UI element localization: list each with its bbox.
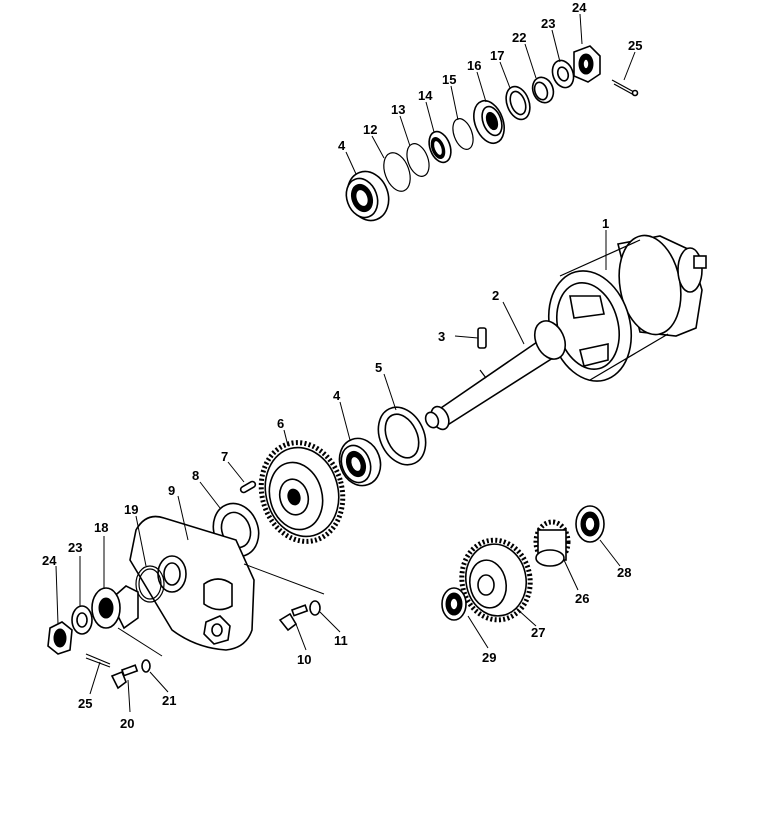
- callout-24-top: 24: [572, 0, 587, 15]
- pinion-gear-26: [533, 519, 571, 567]
- bolt-10: [278, 604, 309, 632]
- callout-21: 21: [162, 693, 176, 708]
- pin-3: [477, 327, 487, 349]
- lower-right-gear-set: [441, 505, 605, 623]
- callout-2: 2: [492, 288, 499, 303]
- callout-20: 20: [120, 716, 134, 731]
- o-ring-19: [135, 565, 165, 603]
- bearing-4-top: [345, 170, 390, 222]
- callout-26: 26: [575, 591, 589, 606]
- callout-11: 11: [334, 633, 348, 648]
- callout-9: 9: [168, 483, 175, 498]
- callout-24-lower: 24: [42, 553, 57, 568]
- castle-nut-24-top: [573, 45, 601, 83]
- callout-6: 6: [277, 416, 284, 431]
- callout-25-lower: 25: [78, 696, 92, 711]
- callout-13: 13: [391, 102, 405, 117]
- callout-25-top: 25: [628, 38, 642, 53]
- callout-16: 16: [467, 58, 481, 73]
- main-shaft-assembly: [47, 234, 707, 690]
- callout-4-top: 4: [338, 138, 346, 153]
- cotter-pin-25-lower: [85, 653, 111, 668]
- ring-15: [452, 118, 474, 150]
- bearing-28: [575, 505, 605, 543]
- bolt-20: [110, 664, 139, 690]
- race-14: [428, 130, 452, 164]
- callout-23-top: 23: [541, 16, 555, 31]
- leader-lines: [55, 13, 636, 713]
- callout-22: 22: [512, 30, 526, 45]
- cotter-pin-25-top: [611, 79, 639, 97]
- callout-28: 28: [617, 565, 631, 580]
- callout-10: 10: [297, 652, 311, 667]
- washer-23-lower: [71, 605, 93, 635]
- callout-18: 18: [94, 520, 108, 535]
- callout-4-middle: 4: [333, 388, 341, 403]
- gear-6: [258, 440, 346, 544]
- callout-19: 19: [124, 502, 138, 517]
- callout-labels: 24 25 23 22 17 16 15 14 13 12 4 1 2 3 5 …: [42, 0, 642, 731]
- cover-plate: [129, 515, 255, 651]
- callout-7: 7: [221, 449, 228, 464]
- housing-1: [547, 234, 707, 382]
- ring-13: [406, 143, 430, 177]
- callout-23-lower: 23: [68, 540, 82, 555]
- gear-27: [459, 537, 533, 623]
- callout-3: 3: [438, 329, 445, 344]
- washer-21: [141, 659, 151, 673]
- bearing-29: [441, 587, 467, 621]
- callout-5: 5: [375, 360, 382, 375]
- callout-12: 12: [363, 122, 377, 137]
- washer-23-top: [551, 59, 575, 89]
- callout-15: 15: [442, 72, 456, 87]
- callout-1: 1: [602, 216, 609, 231]
- callout-8: 8: [192, 468, 199, 483]
- castle-nut-24-lower: [47, 621, 73, 655]
- key-7: [239, 480, 257, 494]
- top-part-row: [345, 45, 639, 222]
- callout-29: 29: [482, 650, 496, 665]
- callout-14: 14: [418, 88, 433, 103]
- hub-18: [91, 585, 139, 630]
- washer-11: [309, 600, 321, 616]
- collar-22: [531, 76, 555, 104]
- callout-17: 17: [490, 48, 504, 63]
- seal-5: [377, 406, 427, 466]
- ring-12: [383, 152, 411, 192]
- callout-27: 27: [531, 625, 545, 640]
- shaft-2: [424, 320, 567, 431]
- bearing-4-middle: [338, 437, 382, 487]
- hub-16: [473, 99, 505, 145]
